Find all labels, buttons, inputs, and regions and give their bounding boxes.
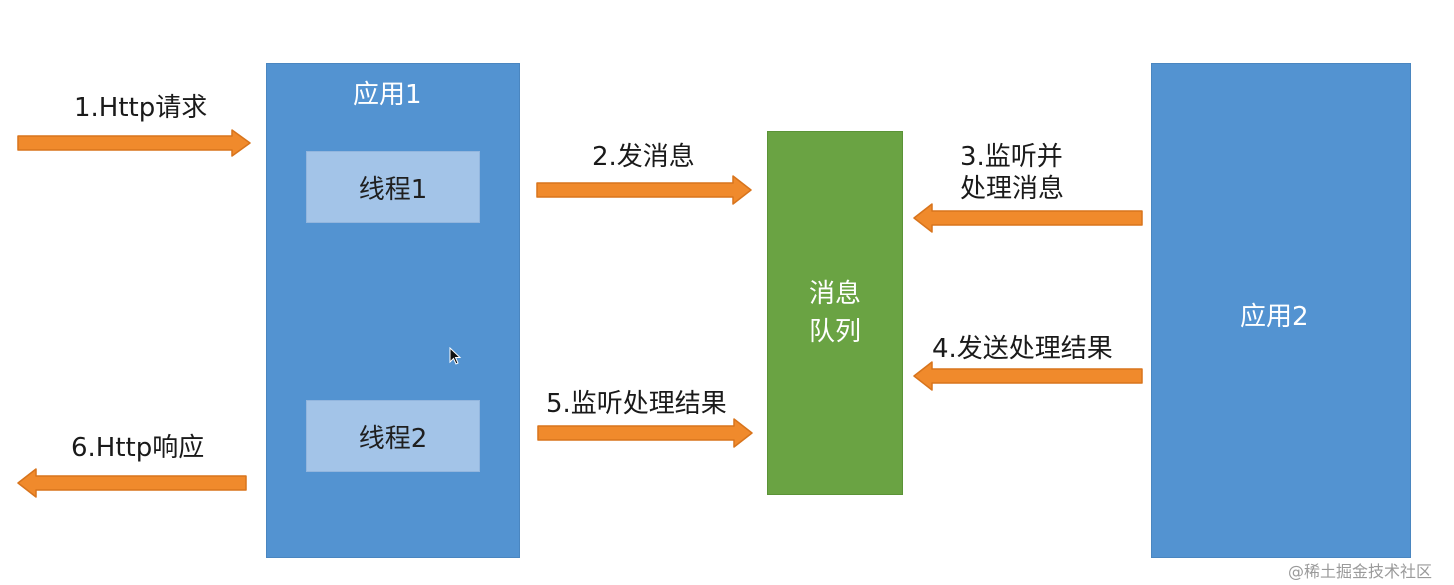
message-queue-title-line2: 队列 [808,317,861,347]
step3-label-line2: 处理消息 [960,174,1065,204]
arrow-step4 [913,361,1143,391]
arrow-step6 [17,468,247,498]
thread1-box: 线程1 [306,151,480,223]
step1-label: 1.Http请求 [74,93,208,123]
mouse-cursor-icon [449,347,462,365]
step3-label: 3.监听并 处理消息 [960,141,1064,205]
app2-title: 应用2 [1240,302,1309,332]
arrow-step2 [536,175,752,205]
step2-label: 2.发消息 [592,142,695,172]
app1-title: 应用1 [353,80,422,110]
message-queue-title: 消息 队列 [767,275,903,351]
step4-label: 4.发送处理结果 [932,334,1113,364]
arrow-step3 [913,203,1143,233]
step6-label: 6.Http响应 [71,433,205,463]
app1-box [266,63,520,558]
arrow-step5 [537,418,753,448]
message-queue-title-line1: 消息 [808,279,861,309]
message-queue-box [767,131,903,495]
thread2-box: 线程2 [306,400,480,472]
arrow-step1 [17,129,251,157]
app2-box [1151,63,1411,558]
watermark-text: @稀土掘金技术社区 [1288,562,1433,581]
step5-label: 5.监听处理结果 [546,389,727,419]
step3-label-line1: 3.监听并 [960,142,1063,172]
